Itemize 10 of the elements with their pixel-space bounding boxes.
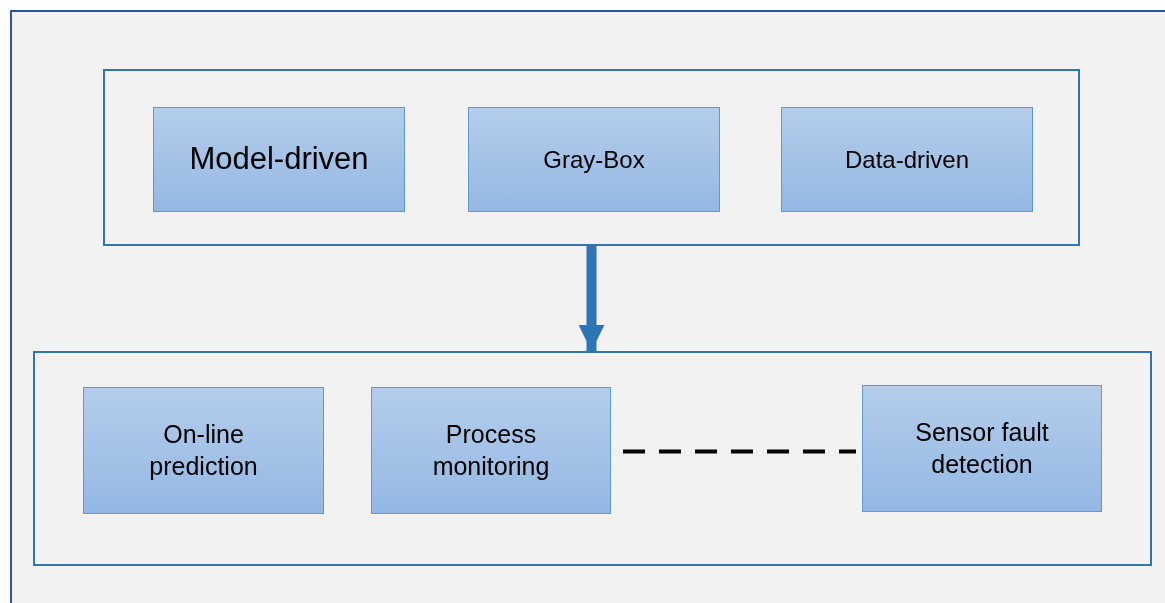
group-frame	[33, 351, 1152, 566]
process-box: Gray-Box	[468, 107, 720, 212]
process-box: Model-driven	[153, 107, 405, 212]
arrow	[578, 246, 605, 351]
dashed-line	[623, 449, 856, 454]
group-frame	[103, 69, 1080, 246]
process-box: Sensor fault detection	[862, 385, 1102, 512]
process-box: Data-driven	[781, 107, 1033, 212]
process-box: On-line prediction	[83, 387, 324, 514]
process-box: Process monitoring	[371, 387, 611, 514]
